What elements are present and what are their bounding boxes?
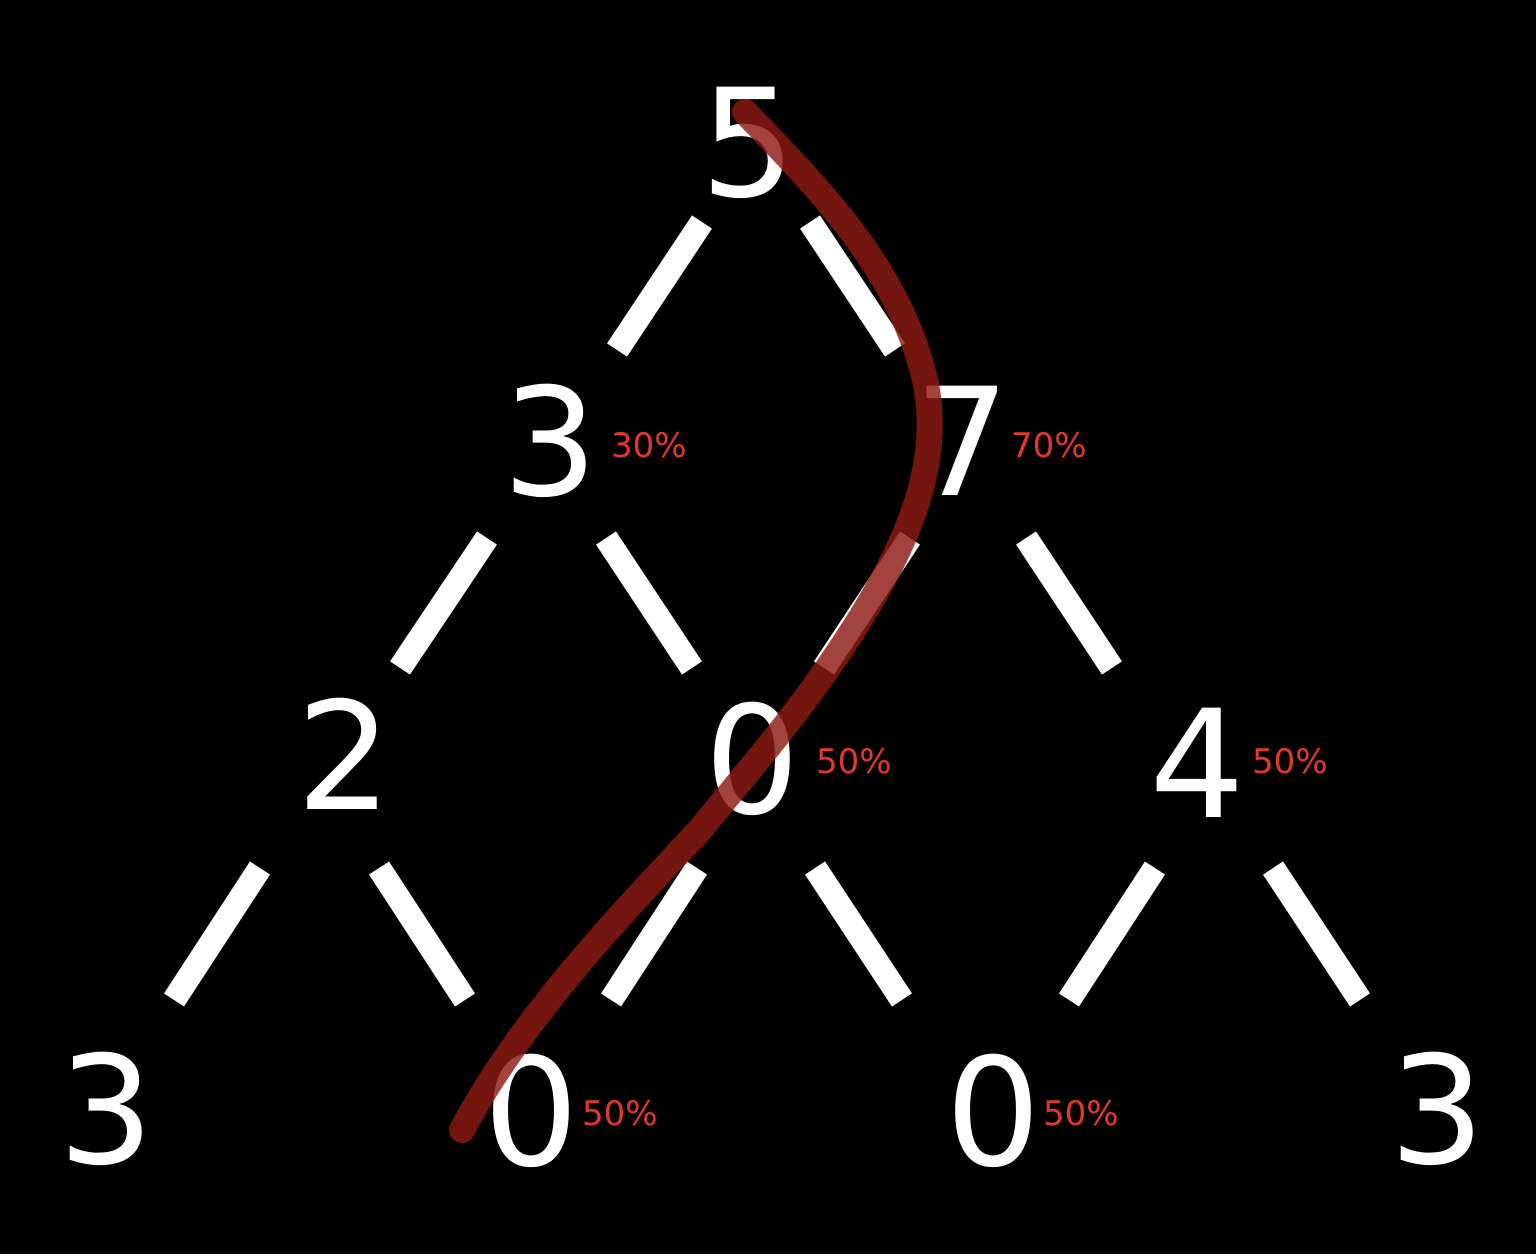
path-layer: [449, 99, 943, 1143]
pct-label-r3-2: 50%: [1043, 1094, 1119, 1134]
edge-r2n1-right: [804, 861, 913, 1007]
node-r3-3: 3: [1389, 1025, 1484, 1199]
edge-r2n1-left: [600, 861, 708, 1007]
node-r2-0: 2: [296, 671, 391, 845]
pct-label-r2-1: 50%: [816, 742, 892, 782]
edge-r0n0-right: [800, 215, 905, 357]
node-r3-0: 3: [58, 1025, 153, 1199]
highlighted-path-stroke: [449, 99, 943, 1143]
edge-r1n1-right: [1015, 531, 1123, 675]
nodes-layer: 5 3 30% 7 70% 2 0 50% 4 50% 3 0 50% 0 50…: [58, 58, 1484, 1201]
node-r3-2: 0: [945, 1027, 1040, 1201]
edge-r2n0-right: [368, 861, 476, 1007]
edge-r2n2-left: [1058, 861, 1166, 1007]
edge-r0n0-left: [607, 215, 712, 357]
edge-r1n0-left: [390, 531, 497, 675]
pct-label-r2-2: 50%: [1252, 742, 1328, 782]
node-r2-2: 4: [1149, 679, 1244, 853]
pct-label-r1-0: 30%: [611, 426, 687, 466]
edge-r2n0-left: [163, 861, 271, 1007]
edge-r2n2-right: [1262, 861, 1371, 1007]
node-r1-0: 3: [502, 357, 597, 531]
edge-r1n0-right: [595, 531, 703, 675]
pct-label-r1-1: 70%: [1011, 426, 1087, 466]
edges-layer: [163, 215, 1371, 1007]
pct-label-r3-1: 50%: [582, 1094, 658, 1134]
